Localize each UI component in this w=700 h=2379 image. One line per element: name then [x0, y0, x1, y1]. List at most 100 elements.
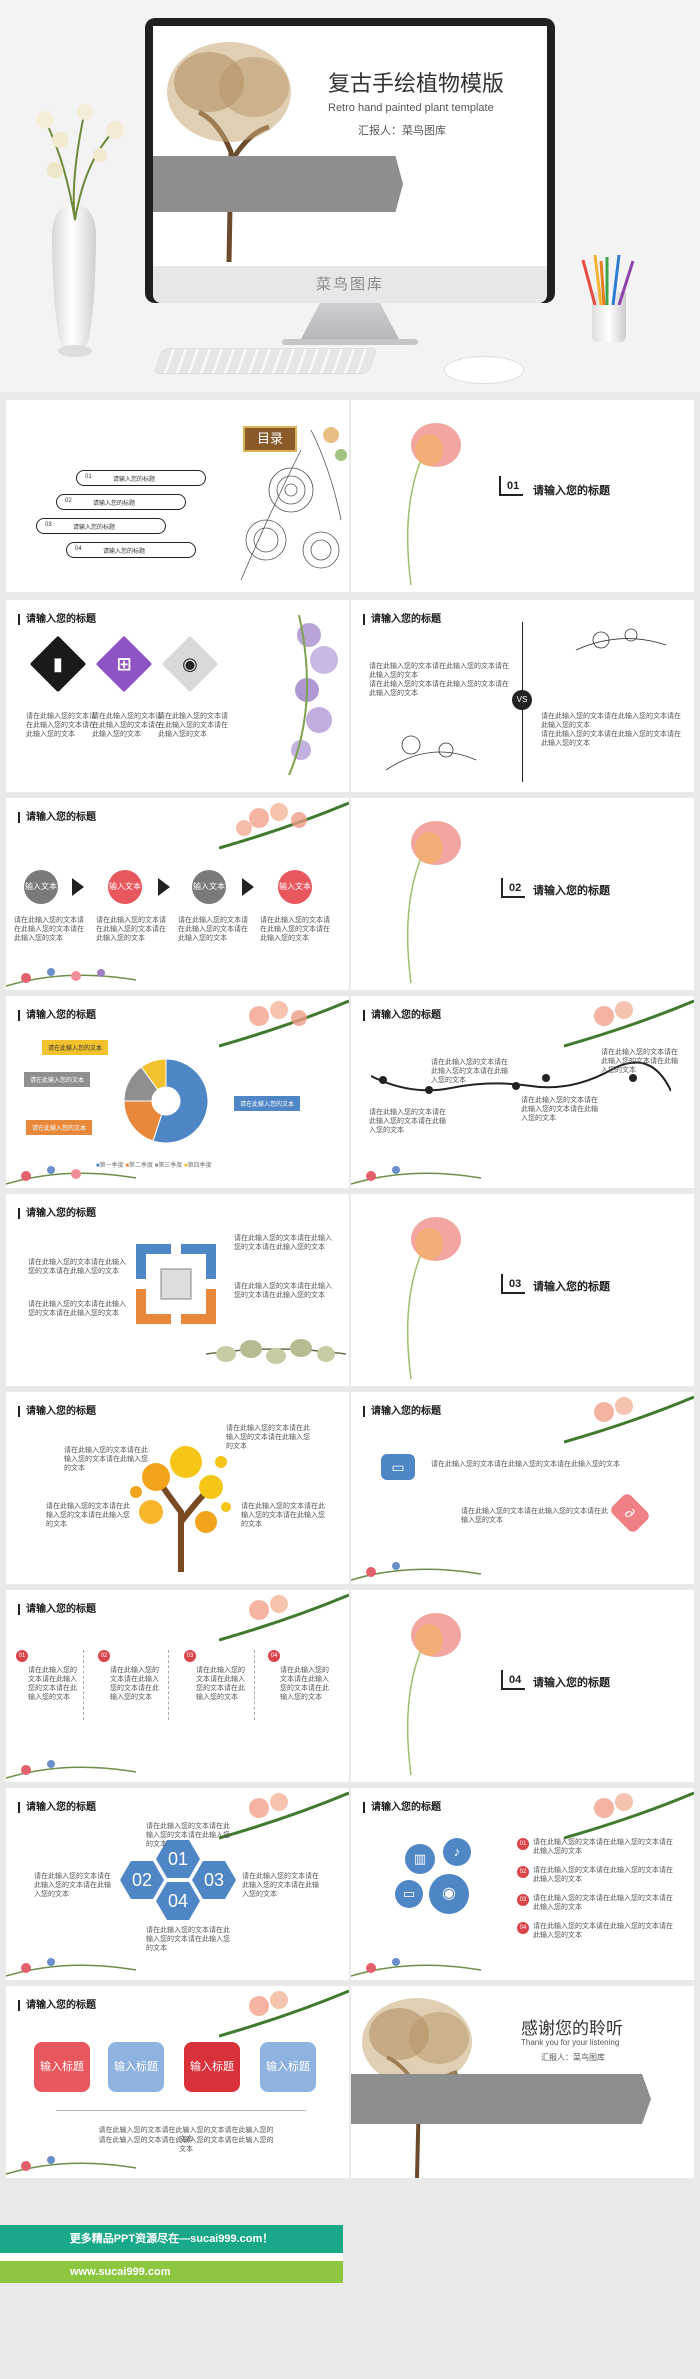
- monitor-stand-base: [282, 339, 418, 345]
- body-text: 请在此输入您的文本请在此输入您的文本请在此输入您的文本: [280, 1667, 329, 1701]
- flow-step-1: 输入文本: [24, 870, 58, 904]
- monitor: 复古手绘植物模版 Retro hand painted plant templa…: [145, 18, 555, 303]
- cover-screen: 复古手绘植物模版 Retro hand painted plant templa…: [153, 26, 547, 266]
- body-text: 请在此输入您的文本请在此输入您的文本请在此输入您的文本: [431, 1059, 508, 1084]
- slide-closing: 感谢您的聆听 Thank you for your listening 汇报人：…: [351, 1986, 694, 2178]
- plug-icon: ▮: [53, 654, 63, 674]
- tree-illustration-icon: [362, 1998, 472, 2178]
- body-text: 请在此输入您的文本请在此输入您的文本请在此输入您的文本: [178, 917, 248, 942]
- body-text: 请在此输入您的文本请在此输入您的文本请在此输入您的文本: [260, 917, 330, 942]
- column-badge: 01: [16, 1650, 28, 1662]
- slide-vs: 请输入您的标题 VS 请在此输入您的文本请在此输入您的文本请在此输入您的文本 请…: [351, 600, 694, 792]
- slide-section-04: 04 请输入您的标题: [351, 1590, 694, 1782]
- toc-num: 01: [85, 474, 92, 480]
- slide-icons: 请输入您的标题 ▮ ⊞ ◉ 请在此输入您的文本请在此输入您的文本请在此输入您的文…: [6, 600, 349, 792]
- wildflowers-icon: [6, 1958, 136, 1977]
- title-button-1[interactable]: 输入标题: [34, 2042, 90, 2092]
- poppy-flower-icon: [406, 1613, 461, 1776]
- toc-item-1[interactable]: 01 请输入您的标题: [76, 470, 206, 486]
- cover-subtitle: Retro hand painted plant template: [328, 102, 494, 114]
- pie-tag-3: 请在此输入您的文本: [26, 1120, 93, 1135]
- vase-foot: [58, 345, 92, 357]
- list-badge: 03: [517, 1894, 529, 1906]
- slide-heading: 请输入您的标题: [363, 1802, 441, 1813]
- hex-04: 04: [156, 1882, 200, 1920]
- slide-heading: 请输入您的标题: [18, 1010, 96, 1021]
- cover-hero: 复古手绘植物模版 Retro hand painted plant templa…: [0, 0, 700, 392]
- slide-section-01: 01 请输入您的标题: [351, 400, 694, 592]
- body-text: 请在此输入您的文本请在此输入您的文本请在此输入您的文本: [533, 1867, 673, 1883]
- legend-item: 第四季度: [187, 1163, 212, 1169]
- footer-line-1: 更多精品PPT资源尽在—sucai999.com！: [0, 2225, 343, 2253]
- slide-heading: 请输入您的标题: [18, 2000, 96, 2011]
- slide-heading: 请输入您的标题: [18, 1802, 96, 1813]
- body-text: 请在此输入您的文本请在此输入您的文本请在此输入您的文本: [369, 681, 509, 697]
- section-number: 02: [501, 878, 526, 898]
- section-title: 请输入您的标题: [533, 1281, 610, 1293]
- body-text: 请在此输入您的文本请在此输入您的文本请在此输入您的文本: [461, 1508, 608, 1524]
- body-text: 请在此输入您的文本请在此输入您的文本请在此输入您的文本: [234, 1283, 332, 1299]
- purple-flowers-icon: [288, 614, 338, 776]
- divider-line: [56, 2110, 306, 2111]
- windows-icon: ⊞: [116, 654, 132, 674]
- toc-label: 请输入您的标题: [73, 525, 116, 531]
- column-divider: [83, 1650, 84, 1720]
- body-text: 请在此输入您的文本请在此输入您的文本请在此输入您的文本: [34, 1873, 111, 1898]
- body-text: 请在此输入您的文本请在此输入您的文本请在此输入您的文本: [146, 1823, 230, 1848]
- coral-flowers-icon: [564, 1791, 694, 1840]
- coral-flowers-icon: [219, 1791, 349, 1840]
- colored-pencils-icon: [581, 255, 635, 305]
- tree-illustration-icon: [167, 42, 291, 262]
- body-text: 请在此输入您的文本请在此输入您的文本请在此输入您的文本: [158, 713, 228, 738]
- slide-timeline: 请输入您的标题 请在此输入您的文本请在此输入您的文本请在此输入您的文本 请在此输…: [351, 996, 694, 1188]
- poppy-flower-icon: [406, 423, 461, 586]
- footer-banner[interactable]: 更多精品PPT资源尽在—sucai999.com！ www.sucai999.c…: [0, 2225, 343, 2283]
- slide-section-02: 02 请输入您的标题: [351, 798, 694, 990]
- coral-flowers-icon: [564, 999, 694, 1048]
- closing-reporter: 汇报人：菜鸟图库: [541, 2053, 605, 2062]
- column-divider: [168, 1650, 169, 1720]
- title-button-2[interactable]: 输入标题: [108, 2042, 164, 2092]
- toc-item-2[interactable]: 02 请输入您的标题: [56, 494, 186, 510]
- laptop-icon: ▭: [395, 1880, 423, 1908]
- wildflowers-icon: [6, 1166, 136, 1185]
- body-text: 请在此输入您的文本请在此输入您的文本请在此输入您的文本: [146, 1927, 230, 1952]
- wildflowers-icon: [351, 1562, 481, 1581]
- monitor-stand: [300, 303, 400, 341]
- pie-slice-4: [140, 1058, 167, 1091]
- wildflowers-icon: [351, 1166, 481, 1185]
- body-text: 请在此输入您的文本请在此输入您的文本请在此输入您的文本: [234, 1235, 332, 1251]
- toc-item-3[interactable]: 03 请输入您的标题: [36, 518, 166, 534]
- list-badge: 02: [517, 1866, 529, 1878]
- laptop-icon: ▭: [381, 1454, 415, 1480]
- legend-item: 第三季度: [158, 1163, 183, 1169]
- toc-num: 03: [45, 522, 52, 528]
- title-button-3[interactable]: 输入标题: [184, 2042, 240, 2092]
- body-text: 请在此输入您的文本请在此输入您的文本请在此输入您的文本: [369, 663, 509, 679]
- paperclip-icon: ∂: [608, 1491, 652, 1535]
- closing-subtitle: Thank you for your listening: [521, 2038, 620, 2047]
- wildflowers-icon: [6, 968, 136, 987]
- toc-item-4[interactable]: 04 请输入您的标题: [66, 542, 196, 558]
- slide-toc: 目录 01 请输入您的标题 02 请输入您的标题 03 请输入您的标题 04 请…: [6, 400, 349, 592]
- hex-03: 03: [192, 1861, 236, 1899]
- title-button-4[interactable]: 输入标题: [260, 2042, 316, 2092]
- pie-slice-1: [152, 1058, 209, 1144]
- body-text: 请在此输入您的文本请在此输入您的文本请在此输入您的文本: [98, 2137, 274, 2153]
- flow-step-2: 输入文本: [108, 870, 142, 904]
- footer-line-2[interactable]: www.sucai999.com: [0, 2261, 343, 2283]
- slide-columns: 请输入您的标题 01 02 03 04 请在此输入您的文本请在此输入您的文本请在…: [6, 1590, 349, 1782]
- closing-title: 感谢您的聆听: [521, 2019, 623, 2039]
- toc-num: 02: [65, 498, 72, 504]
- pie-tag-4: 请在此输入您的文本: [234, 1096, 301, 1111]
- pie-legend: ■第一季度 ■第二季度 ■第三季度 ■第四季度: [96, 1163, 212, 1169]
- cover-gray-band: [153, 156, 403, 212]
- body-text: 请在此输入您的文本请在此输入您的文本请在此输入您的文本: [226, 1425, 310, 1450]
- line-flowers-icon: [240, 427, 347, 581]
- toc-badge: 目录: [243, 426, 297, 452]
- body-text: 请在此输入您的文本请在此输入您的文本请在此输入您的文本: [242, 1873, 319, 1898]
- body-text: 请在此输入您的文本请在此输入您的文本请在此输入您的文本: [28, 1301, 126, 1317]
- slide-flow: 请输入您的标题 输入文本 输入文本 输入文本 输入文本 请在此输入您的文本请在此…: [6, 798, 349, 990]
- microphone-icon: ♪: [443, 1838, 471, 1866]
- timeline-wave: [371, 1061, 671, 1094]
